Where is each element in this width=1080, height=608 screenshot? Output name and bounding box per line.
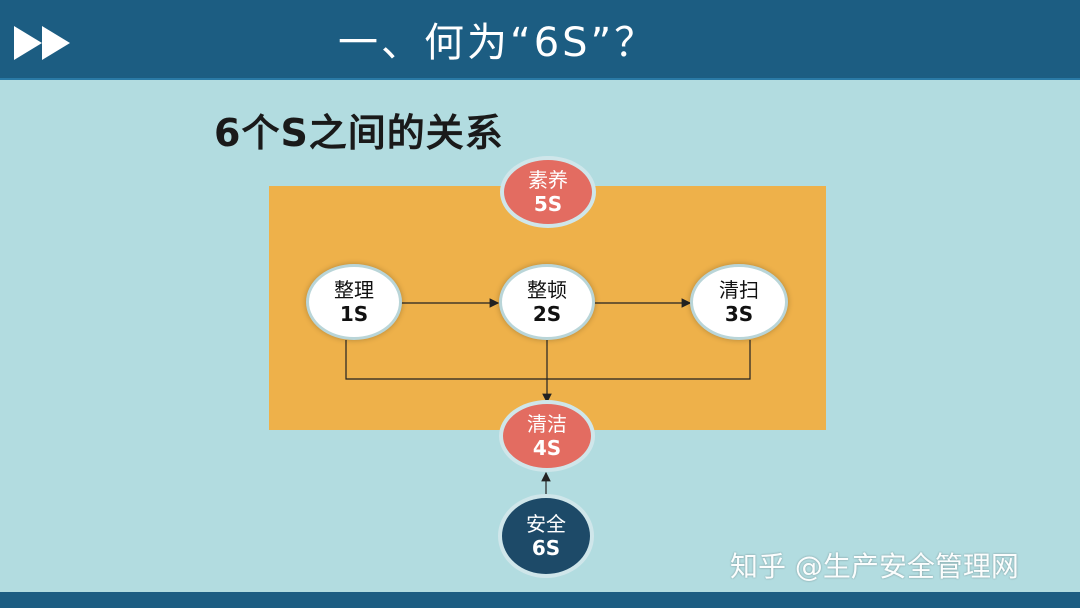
node-1s-label: 整理 xyxy=(334,278,374,302)
node-2s: 整顿 2S xyxy=(499,264,595,340)
node-4s-label: 清洁 xyxy=(527,412,567,436)
header-bar: 一、何为“6S”？ xyxy=(0,0,1080,80)
node-5s: 素养 5S xyxy=(500,156,596,228)
page-title: 一、何为“6S”？ xyxy=(338,20,658,66)
node-5s-code: 5S xyxy=(533,192,563,216)
connector-1s-3s-bottom xyxy=(345,340,751,380)
node-5s-label: 素养 xyxy=(528,168,568,192)
node-6s: 安全 6S xyxy=(498,494,594,578)
node-3s: 清扫 3S xyxy=(690,264,788,340)
node-6s-code: 6S xyxy=(531,536,561,560)
node-4s: 清洁 4S xyxy=(499,400,595,472)
node-4s-code: 4S xyxy=(532,436,562,460)
node-2s-code: 2S xyxy=(532,302,562,326)
node-6s-label: 安全 xyxy=(526,512,566,536)
section-subtitle: 6个S之间的关系 xyxy=(214,111,504,155)
node-2s-label: 整顿 xyxy=(527,278,567,302)
footer-bar xyxy=(0,592,1080,608)
node-1s-code: 1S xyxy=(339,302,369,326)
node-3s-code: 3S xyxy=(724,302,754,326)
node-1s: 整理 1S xyxy=(306,264,402,340)
node-3s-label: 清扫 xyxy=(719,278,759,302)
watermark-text: 知乎 @生产安全管理网 xyxy=(730,550,1019,583)
fast-forward-icon[interactable] xyxy=(14,26,74,60)
